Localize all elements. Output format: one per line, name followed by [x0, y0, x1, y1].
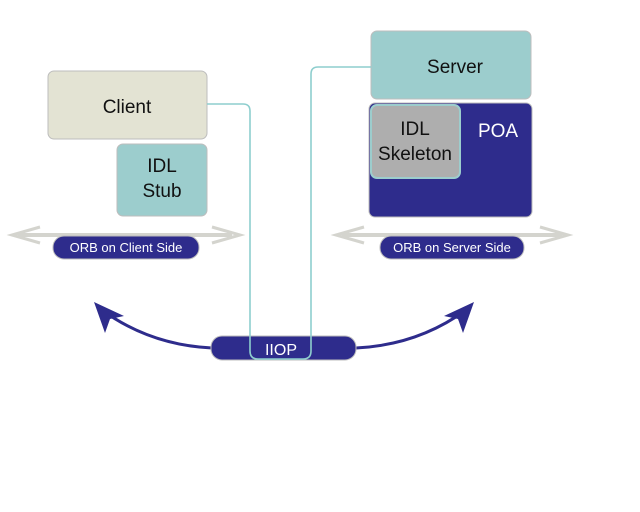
client-server-connector	[207, 66, 371, 360]
idl-skeleton-label-line2: Skeleton	[378, 144, 452, 165]
iiop-left-curved-arrow	[94, 302, 213, 350]
idl-stub-box: IDL Stub	[116, 143, 208, 217]
idl-stub-label-line1: IDL	[147, 156, 177, 177]
orb-client-badge: ORB on Client Side	[52, 235, 200, 260]
client-box: Client	[47, 70, 208, 140]
iiop-label: IIOP	[265, 342, 297, 359]
server-label: Server	[427, 57, 484, 78]
iiop-right-curved-arrow	[355, 302, 474, 350]
server-box: Server	[370, 30, 532, 100]
idl-skeleton-label-line1: IDL	[400, 119, 430, 140]
orb-client-arrow	[6, 225, 246, 245]
idl-skeleton-box: IDL Skeleton	[370, 104, 461, 179]
orb-server-arrow	[330, 225, 574, 245]
idl-stub-label-line2: Stub	[142, 181, 181, 202]
iiop-bar	[210, 335, 357, 361]
orb-server-badge: ORB on Server Side	[379, 235, 525, 260]
orb-client-label: ORB on Client Side	[70, 240, 183, 255]
poa-label: POA	[478, 121, 518, 142]
client-label: Client	[103, 97, 152, 118]
orb-server-label: ORB on Server Side	[393, 240, 511, 255]
